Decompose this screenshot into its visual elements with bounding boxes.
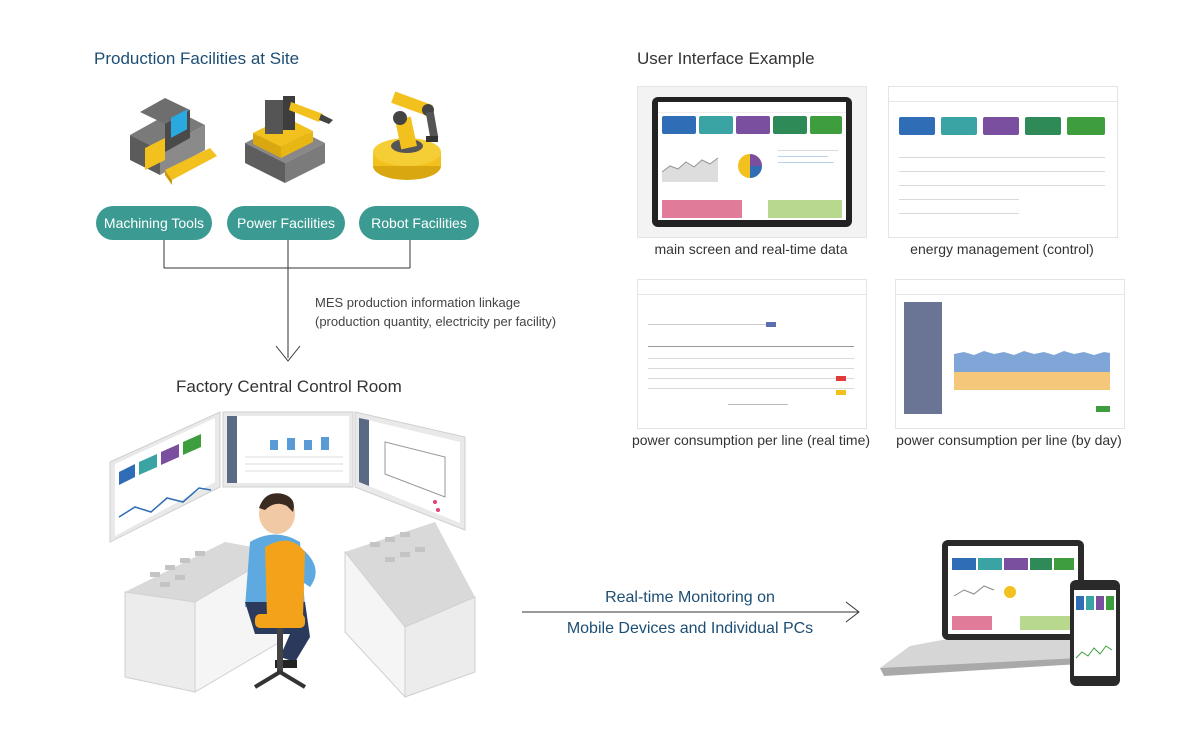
- smartphone-icon: [1070, 580, 1120, 686]
- site-facilities-title: Production Facilities at Site: [94, 49, 300, 68]
- power-by-day-thumbnail: [895, 279, 1125, 429]
- laptop-icon: [880, 540, 1084, 676]
- mes-linkage-note-line2: (production quantity, electricity per fa…: [315, 314, 557, 329]
- energy-management-thumbnail: [888, 86, 1118, 238]
- control-room-illustration: [109, 411, 476, 699]
- monitoring-text-line2: Mobile Devices and Individual PCs: [566, 620, 814, 637]
- machining-tool-icon: [130, 98, 217, 185]
- monitoring-arrow: [522, 601, 860, 623]
- ui-example-title: User Interface Example: [637, 49, 815, 68]
- robot-arm-icon: [373, 91, 441, 180]
- main-screen-thumbnail: [637, 86, 867, 238]
- power-realtime-thumbnail: [637, 279, 867, 429]
- power-facilities-badge: Power Facilities: [227, 206, 345, 240]
- control-room-title: Factory Central Control Room: [176, 377, 402, 396]
- caption-main-screen: main screen and real-time data: [654, 241, 848, 257]
- caption-energy-management: energy management (control): [910, 241, 1094, 257]
- power-facility-icon: [245, 96, 333, 183]
- machining-tools-badge: Machining Tools: [96, 206, 212, 240]
- caption-power-realtime: power consumption per line (real time): [631, 432, 871, 448]
- monitoring-text-line1: Real-time Monitoring on: [605, 589, 775, 606]
- facility-connector-arrow: [163, 240, 411, 362]
- caption-power-by-day: power consumption per line (by day): [896, 432, 1122, 448]
- mes-linkage-note-line1: MES production information linkage: [315, 295, 521, 310]
- robot-facilities-badge: Robot Facilities: [359, 206, 479, 240]
